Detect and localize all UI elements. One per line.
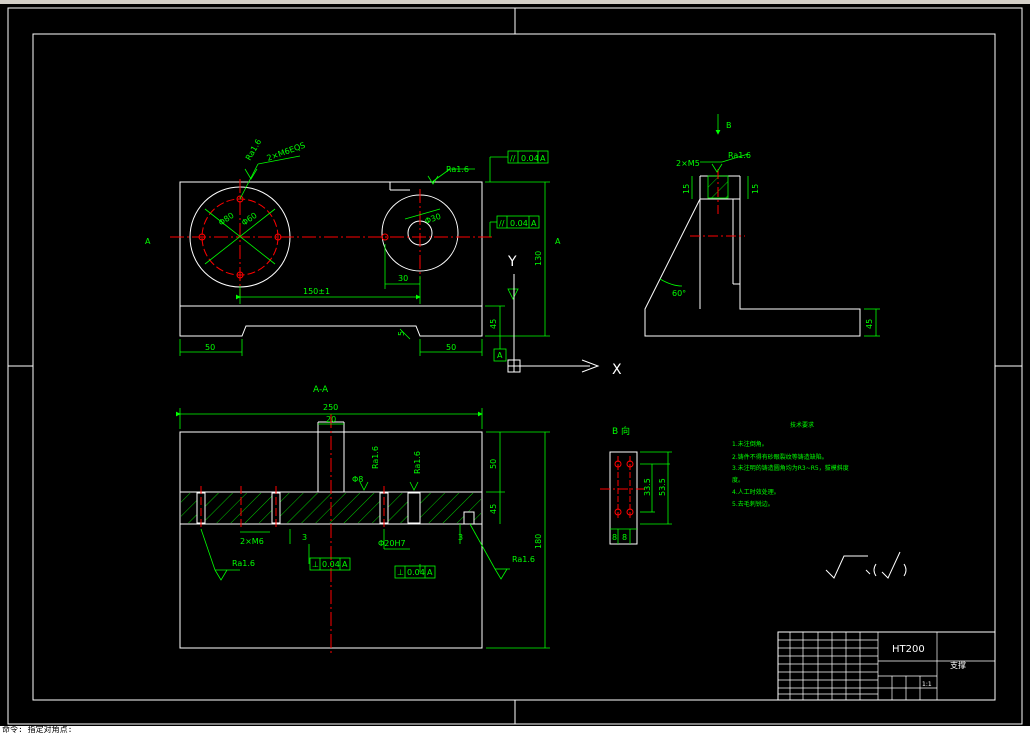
cad-drawing-canvas[interactable]: 150±1 30 50 50 130 45 5 Φ80 Φ60 Φ30 2×M6…	[0, 4, 1030, 726]
tol-perp1-sym: ⊥	[312, 560, 319, 569]
front-view: 150±1 30 50 50 130 45 5 Φ80 Φ60 Φ30 2×M6…	[145, 138, 561, 362]
tol-perp2-val: 0.04	[407, 568, 425, 577]
view-b-direction: B	[726, 121, 732, 130]
dim-45-side: 45	[865, 319, 874, 329]
dim-3b: 3	[458, 533, 463, 542]
command-line-text: 命令: 指定对角点:	[2, 726, 73, 734]
part-name: 支撑	[950, 660, 966, 670]
tech-req-title: 技术要求	[790, 421, 814, 429]
tol-par2-sym: //	[499, 219, 505, 228]
sheet-frame	[7, 7, 1023, 725]
roughness-sec-4: Ra1.6	[512, 555, 535, 564]
material-label: HT200	[892, 644, 925, 655]
sec-holes-2m6: 2×M6	[240, 537, 264, 546]
dim-45-sec: 45	[489, 504, 498, 514]
dim-250: 250	[323, 403, 338, 412]
dim-50-left: 50	[205, 343, 215, 352]
section-marker-right: A	[555, 237, 561, 246]
datum-a: A	[497, 351, 503, 360]
section-view-aa: A-A	[176, 385, 550, 654]
tol-perp2-sym: ⊥	[397, 568, 404, 577]
tol-perp1-ref: A	[342, 560, 348, 569]
dim-180: 180	[534, 534, 543, 549]
tol-par1-sym: //	[510, 154, 516, 163]
dim-130: 130	[534, 251, 543, 266]
dim-45-front: 45	[489, 319, 498, 329]
tol-par2-ref: A	[531, 219, 537, 228]
side-holes-2m5: 2×M5	[676, 159, 700, 168]
title-block: HT200 支撑 1:1	[777, 631, 996, 701]
tol-par2-val: 0.04	[510, 219, 528, 228]
dim-15-left: 15	[682, 184, 691, 194]
front-holes-2m6: 2×M6EQS	[266, 141, 307, 163]
tol-perp1-val: 0.04	[322, 560, 340, 569]
view-b-title: B 向	[612, 425, 630, 437]
view-b: B 向 33.5 53.5 8 8	[600, 425, 672, 545]
angle-60: 60°	[672, 289, 686, 298]
dim-50-right: 50	[446, 343, 456, 352]
side-view: B 2×M5 Ra1.6 15 15 45 60°	[644, 114, 880, 337]
ucs-icon: X Y	[507, 254, 622, 378]
tech-req-line-5: 4.人工时效处理。	[732, 488, 780, 496]
dim-phi20: Φ20H7	[378, 539, 406, 548]
tech-requirements: 技术要求 1.未注倒角。 2.铸件不得有砂眼裂纹等铸造缺陷。 3.未注明的铸造圆…	[732, 421, 849, 508]
dim-20: 20	[326, 415, 336, 424]
roughness-sec-1: Ra1.6	[371, 446, 380, 469]
section-marker-left: A	[145, 237, 151, 246]
dim-8a: 8	[612, 533, 617, 542]
dim-53-5: 53.5	[658, 478, 667, 496]
tech-req-line-6: 5.去毛刺锐边。	[732, 500, 774, 508]
roughness-sec-2: Ra1.6	[413, 451, 422, 474]
section-title: A-A	[313, 385, 329, 395]
command-line[interactable]: 命令: 指定对角点:	[0, 726, 1030, 734]
ucs-y-label: Y	[507, 254, 517, 270]
roughness-side: Ra1.6	[728, 151, 751, 160]
general-roughness-symbol	[825, 551, 907, 579]
dim-5: 5	[397, 331, 406, 336]
dim-50-sec: 50	[489, 459, 498, 469]
dim-phi60: Φ60	[240, 211, 259, 228]
roughness-sec-3: Ra1.6	[232, 559, 255, 568]
dim-33-5: 33.5	[643, 478, 652, 496]
dim-30: 30	[398, 274, 408, 283]
dim-phi80: Φ80	[217, 211, 236, 228]
tol-par1-val: 0.04	[521, 154, 539, 163]
tech-req-line-4: 度。	[732, 476, 744, 484]
dim-8b: 8	[622, 533, 627, 542]
dim-15-right: 15	[751, 184, 760, 194]
dim-phi8: Φ8	[352, 475, 363, 484]
scale-cell: 1:1	[922, 681, 932, 688]
window-top-strip	[0, 0, 1030, 4]
roughness-front-2: Ra1.6	[446, 165, 469, 174]
dim-150: 150±1	[303, 287, 330, 296]
tech-req-line-2: 2.铸件不得有砂眼裂纹等铸造缺陷。	[732, 453, 828, 461]
tol-perp2-ref: A	[427, 568, 433, 577]
dim-3a: 3	[302, 533, 307, 542]
tech-req-line-1: 1.未注倒角。	[732, 440, 768, 448]
ucs-x-label: X	[612, 362, 622, 378]
tech-req-line-3: 3.未注明的铸造圆角均为R3~R5，拔模斜度	[732, 464, 849, 472]
roughness-front-1: Ra1.6	[244, 138, 263, 162]
tol-par1-ref: A	[540, 154, 546, 163]
dim-phi30: Φ30	[424, 212, 443, 226]
